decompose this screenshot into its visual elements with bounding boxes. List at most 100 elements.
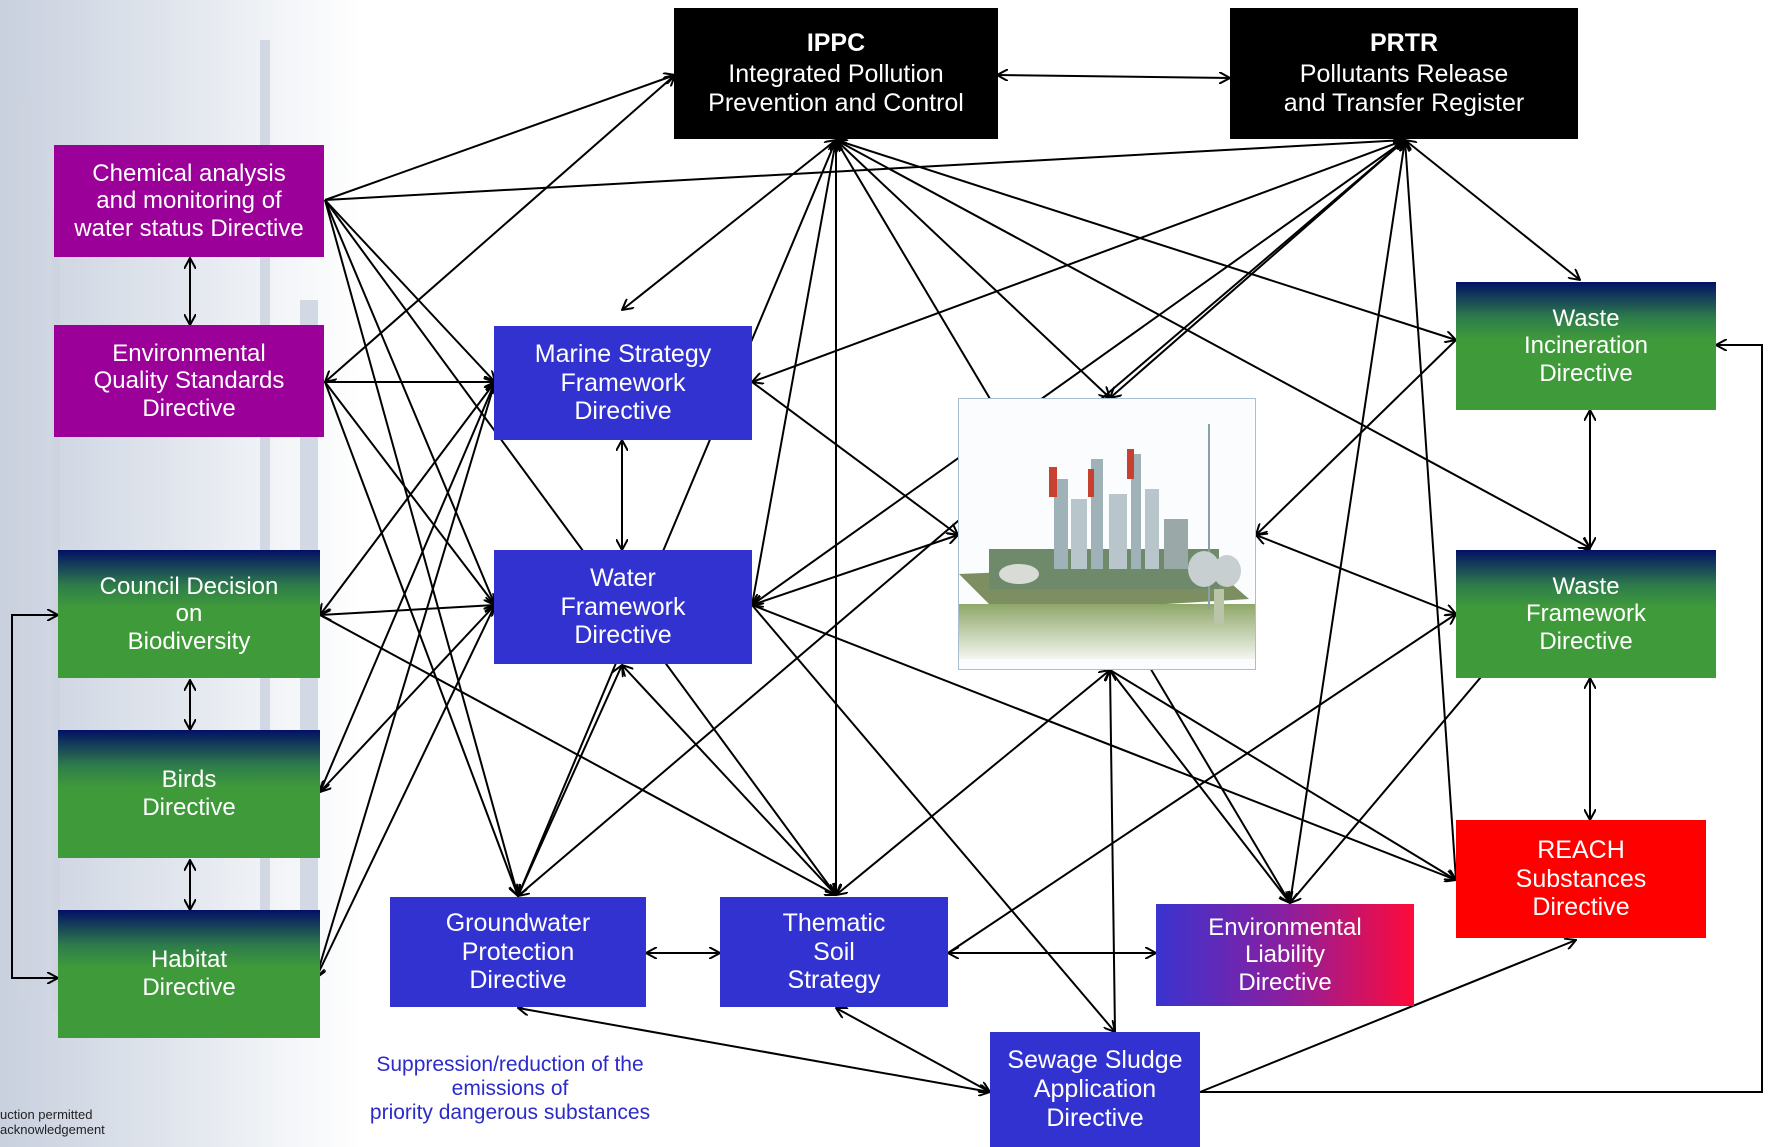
prtr-node: PRTR Pollutants Release and Transfer Reg…	[1230, 8, 1578, 139]
relationship-arrow	[752, 140, 1405, 382]
reach-substances-node: REACH Substances Directive	[1456, 820, 1706, 938]
relationship-arrow	[324, 199, 836, 895]
node-line: on	[175, 600, 203, 628]
groundwater-protection-node: Groundwater Protection Directive	[390, 897, 646, 1007]
relationship-arrow	[324, 199, 495, 605]
relationship-arrow	[752, 535, 958, 605]
relationship-arrow	[622, 140, 836, 310]
relationship-arrow	[1109, 669, 1290, 903]
waste-framework-node: Waste Framework Directive	[1456, 550, 1716, 678]
ippc-line: Prevention and Control	[708, 88, 964, 117]
relationship-arrow	[752, 140, 836, 605]
footnote-line: acknowledgement	[0, 1121, 105, 1137]
council-decision-biodiversity-node: Council Decision on Biodiversity	[58, 550, 320, 678]
node-line: Habitat	[150, 946, 228, 974]
node-line: Chemical analysis	[92, 159, 286, 187]
relationship-arrow	[751, 604, 1115, 1032]
industrial-plant-icon	[959, 424, 1255, 659]
relationship-arrow	[325, 75, 675, 382]
relationship-arrow	[320, 382, 495, 615]
relationship-arrow	[1109, 669, 1456, 880]
node-line: Environmental	[112, 339, 266, 367]
node-line: Framework	[560, 368, 686, 397]
node-line: Application	[1033, 1075, 1157, 1104]
node-line: water status Directive	[74, 214, 304, 242]
industrial-plant-image	[958, 398, 1256, 670]
node-line: Incineration	[1523, 332, 1649, 360]
relationship-arrow	[320, 382, 495, 792]
relationship-arrow	[1405, 140, 1580, 280]
caption-line: emissions of	[451, 1077, 569, 1101]
relationship-arrow	[1256, 535, 1456, 614]
node-line: Substances	[1515, 864, 1647, 893]
prtr-line: Pollutants Release	[1299, 60, 1509, 89]
node-line: Sewage Sludge	[1007, 1046, 1183, 1075]
relationship-arrow	[751, 381, 958, 535]
node-line: Waste	[1552, 572, 1620, 600]
node-line: Directive	[142, 974, 236, 1001]
node-line: Directive	[574, 621, 672, 650]
relationship-arrow	[1256, 339, 1457, 535]
node-line: Directive	[1539, 359, 1633, 387]
node-line: Liability	[1244, 941, 1326, 969]
relationship-arrow	[320, 605, 495, 615]
relationship-arrow	[1405, 140, 1456, 880]
node-line: Directive	[142, 794, 236, 821]
relationship-arrow	[518, 665, 622, 896]
background-tower	[260, 40, 270, 990]
relationship-arrow	[316, 605, 495, 978]
footnote-line: uction permitted	[0, 1107, 93, 1122]
relationship-arrow	[836, 1008, 990, 1092]
relationship-arrow	[324, 381, 518, 896]
prtr-line: and Transfer Register	[1283, 88, 1525, 117]
ippc-line: Integrated Pollution	[728, 60, 944, 89]
background-tower	[18, 100, 32, 1000]
marine-strategy-node: Marine Strategy Framework Directive	[494, 326, 752, 440]
node-line: Environmental	[1208, 913, 1362, 941]
node-line: Soil	[813, 937, 855, 966]
node-line: Groundwater	[445, 908, 591, 937]
relationship-arrow	[997, 75, 1230, 78]
habitat-directive-node: Habitat Directive	[58, 910, 320, 1038]
biodiversity-habitat-bracket-arrow	[11, 615, 58, 978]
node-line: Framework	[560, 592, 686, 621]
node-line: and monitoring of	[96, 187, 282, 215]
node-line: Marine Strategy	[534, 339, 712, 368]
environmental-liability-node: Environmental Liability Directive	[1156, 904, 1414, 1006]
ippc-title: IPPC	[806, 29, 866, 58]
node-line: Quality Standards	[93, 367, 285, 395]
node-line: Directive	[142, 394, 236, 422]
birds-directive-node: Birds Directive	[58, 730, 320, 858]
relationship-arrow	[324, 75, 675, 201]
sludge-incineration-elbow-arrow	[1200, 345, 1763, 1093]
relationship-arrow	[518, 140, 836, 896]
relationship-arrow	[1199, 940, 1576, 1093]
sewage-sludge-node: Sewage Sludge Application Directive	[990, 1032, 1200, 1147]
node-line: Directive	[1238, 968, 1332, 996]
footnote-text: uction permitted acknowledgement	[0, 1107, 140, 1138]
waste-incineration-node: Waste Incineration Directive	[1456, 282, 1716, 410]
node-line: Directive	[469, 966, 567, 995]
node-line: Water	[590, 563, 656, 592]
relationship-arrow	[1110, 670, 1115, 1033]
water-framework-node: Water Framework Directive	[494, 550, 752, 664]
node-line: Strategy	[787, 966, 881, 995]
caption-line: Suppression/reduction of the	[376, 1053, 644, 1076]
relationship-arrow	[324, 199, 495, 382]
prtr-title: PRTR	[1369, 29, 1439, 58]
node-line: Biodiversity	[127, 627, 251, 655]
node-line: Waste	[1552, 304, 1620, 332]
node-line: Directive	[574, 397, 672, 426]
node-line: Framework	[1525, 600, 1646, 628]
relationship-arrow	[836, 670, 1110, 895]
node-line: Council Decision	[99, 572, 279, 600]
relationship-arrow	[836, 140, 1110, 398]
node-line: Directive	[1532, 893, 1630, 922]
ippc-node: IPPC Integrated Pollution Prevention and…	[674, 8, 998, 139]
node-line: Birds	[161, 766, 217, 794]
relationship-arrow	[622, 665, 836, 895]
node-line: Protection	[461, 937, 575, 966]
node-line: Thematic	[782, 908, 886, 937]
caption-line: priority dangerous substances	[369, 1101, 651, 1125]
